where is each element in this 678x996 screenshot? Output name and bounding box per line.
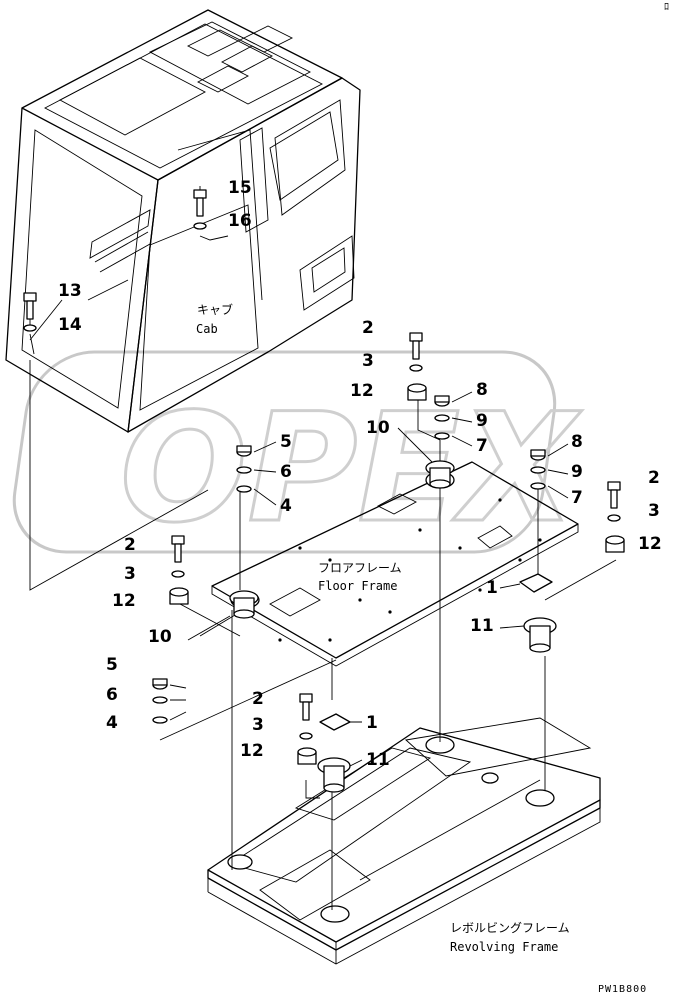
nut-8-right	[530, 449, 546, 461]
callout-8-right: 8	[571, 432, 583, 452]
callout-10-top: 10	[366, 418, 390, 438]
washer-6-left	[236, 466, 252, 474]
callout-12-right: 12	[638, 534, 662, 554]
cab-bolt-15	[193, 189, 207, 217]
cab-bolt-13	[23, 292, 37, 320]
nut-5-bottom	[152, 678, 168, 690]
bolt-2-right	[607, 481, 621, 509]
callout-3-right: 3	[648, 501, 660, 521]
callout-12-bottom: 12	[240, 741, 264, 761]
cab-assembly	[5, 9, 361, 433]
callout-5-left: 5	[280, 432, 292, 452]
spacer-12-bottom	[297, 747, 317, 765]
nut-8-top	[434, 395, 450, 407]
callout-9-top: 9	[476, 411, 488, 431]
mount-10-top	[425, 460, 455, 489]
callout-3-left: 3	[124, 564, 136, 584]
revolving-frame	[207, 717, 601, 965]
callout-2-left: 2	[124, 535, 136, 555]
pad-1-right	[519, 573, 553, 593]
callout-6-bottom: 6	[106, 685, 118, 705]
plate-7-top	[434, 432, 450, 440]
washer-9-right	[530, 466, 546, 474]
cab-label-jp: キャブ	[197, 302, 233, 317]
callout-6-left: 6	[280, 462, 292, 482]
washer-3-bottom	[299, 732, 313, 740]
floor-frame-label-jp: フロアフレーム	[318, 561, 402, 575]
callout-2-top: 2	[362, 318, 374, 338]
spacer-12-left	[169, 587, 189, 605]
revolving-frame-label-en: Revolving Frame	[450, 940, 558, 954]
cab-label-en: Cab	[196, 322, 218, 336]
bolt-2-left	[171, 535, 185, 563]
plate-4-bottom	[152, 716, 168, 724]
callout-13: 13	[58, 281, 82, 301]
cab-washer-16	[193, 222, 207, 230]
spacer-12-right	[605, 535, 625, 553]
mount-11-right	[523, 617, 557, 653]
washer-6-bottom	[152, 696, 168, 704]
washer-9-top	[434, 414, 450, 422]
callout-12-top: 12	[350, 381, 374, 401]
washer-3-right	[607, 514, 621, 522]
washer-3-top	[409, 364, 423, 372]
pad-1-bottom	[319, 713, 351, 731]
callout-14: 14	[58, 315, 82, 335]
callout-7-top: 7	[476, 436, 488, 456]
revolving-frame-label-jp: レボルビングフレーム	[450, 921, 570, 935]
watermark-text: OPEX	[120, 382, 582, 556]
callout-1-right: 1	[486, 578, 498, 598]
mount-10-left	[229, 590, 259, 619]
callout-1-bottom: 1	[366, 713, 378, 733]
bolt-2-bottom	[299, 693, 313, 721]
mount-11-bottom	[317, 757, 351, 793]
callout-2-bottom: 2	[252, 689, 264, 709]
callout-7-right: 7	[571, 488, 583, 508]
cab-washer-14	[23, 324, 37, 332]
callout-15: 15	[228, 178, 252, 198]
callout-10-left: 10	[148, 627, 172, 647]
callout-11-right: 11	[470, 616, 494, 636]
washer-3-left	[171, 570, 185, 578]
bolt-2-top	[409, 332, 423, 360]
callout-4-bottom: 4	[106, 713, 118, 733]
callout-leaders	[169, 391, 569, 767]
callout-12-left: 12	[112, 591, 136, 611]
spacer-12-top	[407, 383, 427, 401]
plate-7-right	[530, 482, 546, 490]
floor-frame-label-en: Floor Frame	[318, 579, 397, 593]
callout-2-right: 2	[648, 468, 660, 488]
nut-5-left	[236, 445, 252, 457]
callout-16: 16	[228, 211, 252, 231]
drawing-code: PW1B800	[598, 984, 647, 995]
callout-3-bottom: 3	[252, 715, 264, 735]
watermark-logo: OPEX	[12, 350, 583, 558]
callout-11-bottom: 11	[366, 750, 390, 770]
callout-9-right: 9	[571, 462, 583, 482]
callout-8-top: 8	[476, 380, 488, 400]
corner-mark: ﾛ	[664, 2, 670, 13]
callout-5-bottom: 5	[106, 655, 118, 675]
callout-4-left: 4	[280, 496, 292, 516]
plate-4-left	[236, 485, 252, 493]
callout-3-top: 3	[362, 351, 374, 371]
